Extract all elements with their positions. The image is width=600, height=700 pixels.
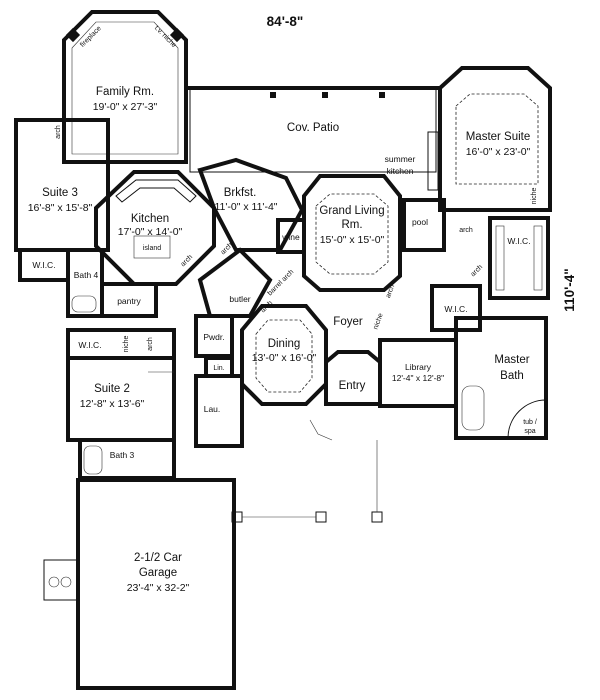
front-walk	[231, 440, 383, 523]
lau-name: Lau.	[204, 404, 221, 414]
brkfst-name: Brkfst.	[224, 187, 257, 199]
suite-2: W.I.C. niche arch Suite 2 12'-8" x 13'-6…	[66, 328, 176, 442]
pantry: pantry	[100, 282, 158, 318]
entry: Entry	[309, 350, 382, 441]
master-wic-1: W.I.C.	[488, 216, 550, 300]
garage-size: 23'-4" x 32-2"	[127, 582, 190, 594]
summer-kitchen-name-2: kitchen	[387, 166, 414, 176]
master-wic1-name: W.I.C.	[507, 236, 530, 246]
master-niche-note: niche	[531, 188, 538, 205]
grand-living-size: 15'-0" x 15'-0"	[320, 234, 385, 246]
suite2-niche-note: niche	[123, 336, 130, 353]
wic-suite3: W.I.C.	[18, 248, 70, 282]
tub-name-2: spa	[524, 428, 535, 435]
bath4-name: Bath 4	[74, 270, 99, 280]
garage-name-1: 2-1/2 Car	[134, 552, 182, 564]
dining-size: 13'-0" x 16'-0"	[252, 352, 317, 364]
suite3-arch-note: arch	[55, 125, 62, 139]
grand-living-name-1: Grand Living	[319, 205, 384, 217]
master-suite: Master Suite 16'-0" x 23'-0" niche	[438, 66, 552, 212]
kitchen-name: Kitchen	[131, 213, 169, 225]
tub-name-1: tub /	[523, 419, 537, 426]
foyer: Foyer	[333, 316, 363, 328]
family-room-name: Family Rm.	[96, 86, 154, 98]
covered-patio: Cov. Patio	[186, 86, 440, 173]
pool-name: pool	[412, 217, 428, 227]
grand-living-name-2: Rm.	[341, 219, 362, 231]
fireplace-note: fireplace	[79, 25, 103, 49]
lin-name: Lin.	[213, 365, 224, 372]
family-room: fireplace t.v. niche Family Rm. 19'-0" x…	[62, 10, 188, 164]
bath-4: Bath 4	[66, 248, 104, 318]
library-size: 12'-4" x 12'-8"	[392, 373, 444, 383]
wic-arch-note: arch	[470, 264, 485, 279]
breakfast: Brkfst. 11'-0" x 11'-4"	[197, 157, 305, 252]
wine-room: wine	[276, 218, 306, 254]
wine-name: wine	[281, 232, 300, 242]
island-note: island	[143, 245, 161, 252]
master-suite-name: Master Suite	[466, 131, 531, 143]
summer-kitchen-name-1: summer	[385, 154, 416, 164]
pantry-name: pantry	[117, 296, 141, 306]
linen: Lin.	[204, 356, 234, 378]
family-room-size: 19'-0" x 27'-3"	[93, 101, 158, 113]
foyer-arch-note: arch	[385, 284, 396, 299]
laundry: Lau.	[194, 374, 244, 448]
library: Library 12'-4" x 12'-8"	[378, 338, 458, 408]
suite2-arch-note: arch	[147, 337, 154, 351]
bath-3: Bath 3	[78, 438, 176, 480]
entry-name: Entry	[339, 380, 366, 392]
dining-name: Dining	[268, 338, 301, 350]
library-name: Library	[405, 362, 432, 372]
master-bath-name-2: Bath	[500, 370, 524, 382]
wic-suite3-name: W.I.C.	[32, 260, 55, 270]
overall-depth-label: 110'-4"	[562, 268, 577, 311]
suite2-name: Suite 2	[94, 383, 130, 395]
wic-suite2-name: W.I.C.	[78, 340, 101, 350]
kitchen-size: 17'-0" x 14'-0"	[118, 226, 183, 238]
grand-living: Grand Living Rm. 15'-0" x 15'-0"	[302, 174, 402, 292]
garage-name-2: Garage	[139, 567, 177, 579]
garage: 2-1/2 Car Garage 23'-4" x 32-2"	[43, 478, 236, 690]
summer-kitchen: summer kitchen	[385, 131, 439, 191]
overall-width-label: 84'-8"	[267, 14, 304, 29]
brkfst-size: 11'-0" x 11'-4"	[214, 201, 277, 213]
kitchen: Kitchen 17'-0" x 14'-0" island	[94, 170, 216, 286]
powder-room: Pwdr.	[194, 314, 234, 358]
butler-pantry: butler	[197, 247, 273, 318]
butler-name: butler	[229, 294, 250, 304]
master-wic2-name: W.I.C.	[444, 304, 467, 314]
pwdr-name: Pwdr.	[203, 332, 224, 342]
barrel-arch-note: barrel arch	[267, 269, 296, 298]
pool-bath: pool	[402, 198, 446, 252]
master-bath: Master Bath tub / spa	[454, 316, 548, 440]
master-bath-name-1: Master	[494, 354, 529, 366]
foyer-niche-note: niche	[372, 312, 384, 330]
foyer-name: Foyer	[333, 316, 363, 328]
patio-name: Cov. Patio	[287, 122, 339, 134]
suite3-name: Suite 3	[42, 187, 78, 199]
suite2-size: 12'-8" x 13'-6"	[80, 398, 145, 410]
bath3-name: Bath 3	[110, 450, 135, 460]
master-arch-note: arch	[459, 227, 473, 234]
suite3-size: 16'-8" x 15'-8"	[28, 202, 93, 214]
dining: Dining 13'-0" x 16'-0"	[240, 304, 328, 406]
master-suite-size: 16'-0" x 23'-0"	[466, 146, 531, 158]
